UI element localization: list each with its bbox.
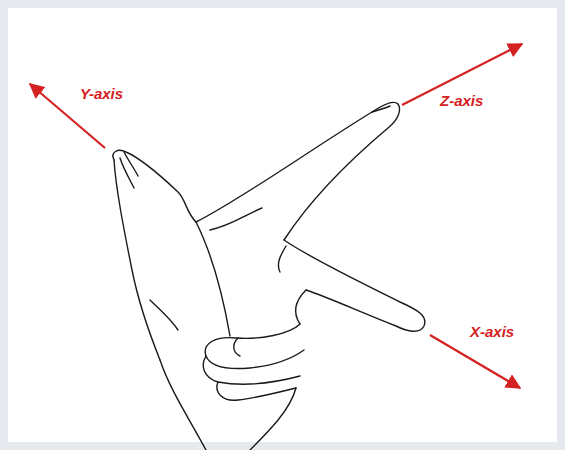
x-axis-arrow <box>430 335 520 388</box>
axis-label: Z-axis <box>440 93 483 110</box>
axis-label: Y-axis <box>80 86 123 103</box>
axis-label: X-axis <box>470 324 514 341</box>
hand-sketch <box>113 102 425 450</box>
